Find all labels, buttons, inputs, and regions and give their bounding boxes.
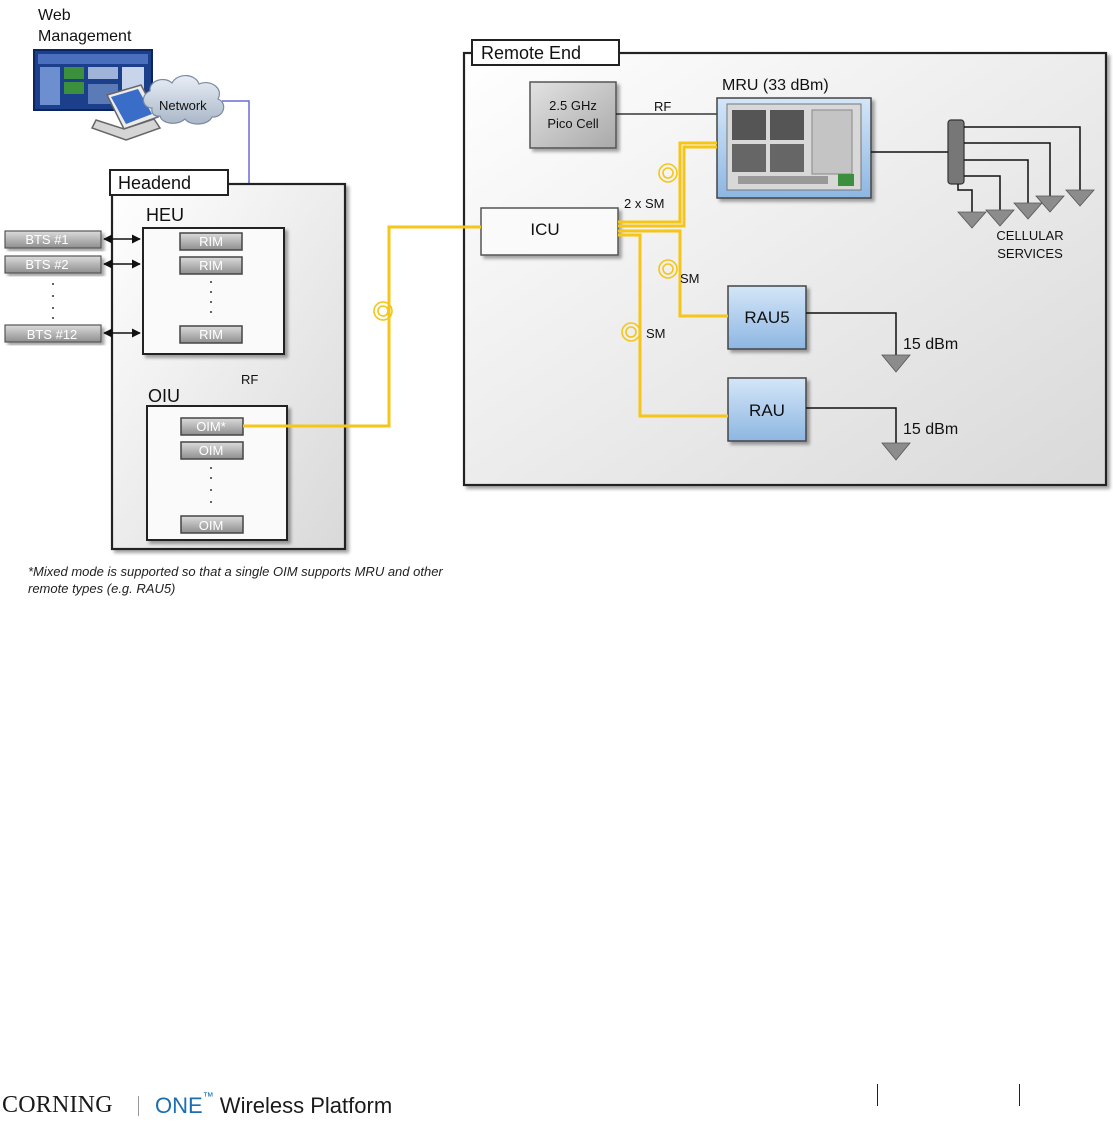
footer-divider [877, 1084, 878, 1106]
bts-box [4, 255, 102, 274]
footnote: *Mixed mode is supported so that a singl… [28, 564, 443, 596]
remote-end-title-box [471, 39, 620, 66]
cellular-services-label-2: SERVICES [997, 246, 1063, 261]
splitter-icon [947, 119, 965, 185]
rim-ellipsis [210, 281, 212, 313]
two-sm-label: 2 x SM [624, 196, 664, 211]
rim-module [179, 325, 243, 344]
fiber-coil-icons [373, 163, 678, 342]
fiber-coil-icon [373, 301, 393, 321]
antenna-icon [1035, 195, 1065, 213]
bts-label-2: BTS #2 [25, 257, 68, 272]
rau-label: RAU [749, 401, 785, 420]
sm-label-rau: SM [646, 326, 666, 341]
footer-divider [138, 1096, 139, 1116]
splitter-output-line [964, 142, 1051, 196]
bts-box [4, 324, 102, 343]
headend-rf-label: RF [241, 372, 258, 387]
headend-title: Headend [118, 173, 191, 193]
rau-box [727, 377, 807, 442]
remote-rf-label: RF [654, 99, 671, 114]
rau5-power-label: 15 dBm [903, 336, 958, 353]
splitter-output-line [964, 175, 1001, 210]
oim-module [180, 441, 244, 460]
corning-logo: CORNING [2, 1092, 113, 1118]
web-management-label-2: Management [38, 28, 132, 45]
antenna-icon [881, 442, 911, 461]
fiber-coil-icon [658, 163, 678, 183]
rau-power-label: 15 dBm [903, 421, 958, 438]
oim-to-icu-fiber [243, 225, 481, 428]
sm-label-rau5: SM [680, 271, 700, 286]
product-name-rest: Wireless Platform [213, 1093, 393, 1118]
oiu-label: OIU [148, 386, 180, 406]
product-name: ONE™ Wireless Platform [155, 1091, 393, 1119]
network-label: Network [159, 98, 207, 113]
icu-to-mru-fiber [618, 141, 717, 224]
icu-label: ICU [530, 220, 559, 239]
oim-label-3: OIM [199, 518, 224, 533]
rim-module [179, 256, 243, 275]
oim-label-1: OIM* [196, 419, 226, 434]
product-name-one: ONE [155, 1093, 203, 1118]
rau5-antenna-link [806, 312, 897, 356]
oim-ellipsis [210, 467, 212, 503]
oim-module [180, 515, 244, 534]
icu-box [480, 207, 619, 256]
splitter-output-line [964, 159, 1029, 203]
fiber-coil-icon [621, 322, 641, 342]
icu-to-rau5-fiber [618, 229, 728, 318]
bts-label-1: BTS #1 [25, 232, 68, 247]
bts-ellipsis [52, 283, 54, 319]
bts-label-3: BTS #12 [27, 327, 78, 342]
trademark-mark: ™ [202, 1091, 214, 1103]
splitter-output-line [957, 184, 973, 212]
footer-divider [1019, 1084, 1020, 1106]
mru-unit [716, 97, 872, 199]
pico-cell-label-2: Pico Cell [547, 116, 598, 131]
network-cloud-icon [142, 75, 225, 125]
rau-antenna-link [806, 407, 897, 444]
pico-cell-label-1: 2.5 GHz [549, 98, 597, 113]
splitter-output-line [964, 126, 1081, 190]
pico-cell-box [529, 81, 617, 149]
cellular-services-label-1: CELLULAR [996, 228, 1063, 243]
oim-label-2: OIM [199, 443, 224, 458]
rim-label-3: RIM [199, 327, 223, 342]
heu-label: HEU [146, 205, 184, 225]
web-management-label-1: Web [38, 7, 71, 24]
remote-end-title: Remote End [481, 43, 581, 63]
icu-to-rau-fiber [618, 233, 728, 418]
fiber-links [243, 141, 728, 428]
antenna-icon [985, 209, 1015, 227]
antenna-icon [957, 211, 987, 229]
rim-module [179, 232, 243, 251]
bts-box [4, 230, 102, 249]
antenna-icon [881, 354, 911, 373]
fiber-coil-icon [658, 259, 678, 279]
antenna-icon [1065, 189, 1095, 207]
mru-label: MRU (33 dBm) [722, 77, 829, 94]
rim-label-2: RIM [199, 258, 223, 273]
rim-label-1: RIM [199, 234, 223, 249]
headend-title-box [109, 169, 229, 196]
icu-to-mru-fiber [618, 145, 717, 228]
antenna-icon [1013, 202, 1043, 220]
rau5-label: RAU5 [744, 308, 789, 327]
